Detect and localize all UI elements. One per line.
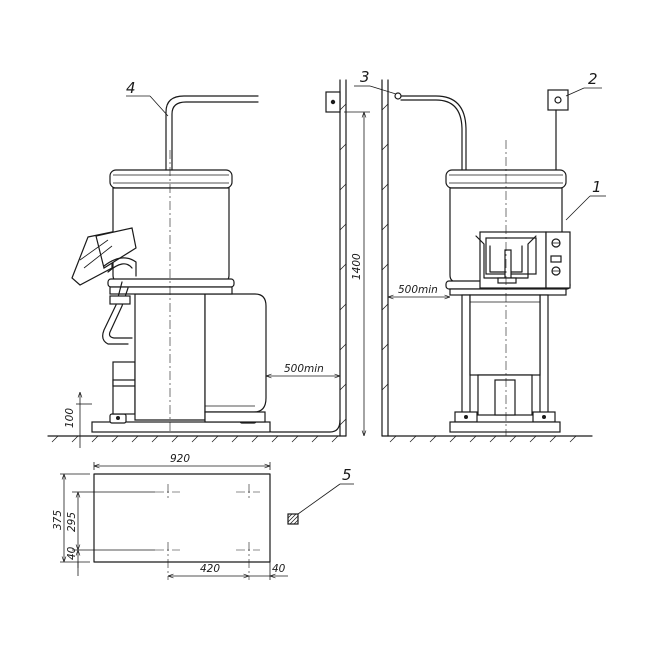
support-leg-left <box>112 361 136 415</box>
svg-text:3: 3 <box>360 68 370 86</box>
footprint-plan-view: 920 375 295 40 420 40 <box>52 453 354 580</box>
dim-clearance-side-left: 500min <box>388 284 450 297</box>
svg-text:920: 920 <box>170 453 190 465</box>
svg-text:40: 40 <box>66 546 78 560</box>
front-door <box>475 231 547 289</box>
callout-1: 1 <box>565 178 606 221</box>
dim-floor-height: 100 <box>64 392 92 448</box>
floor-line-right <box>381 435 593 443</box>
svg-text:5: 5 <box>342 466 352 484</box>
svg-text:1400: 1400 <box>351 253 363 280</box>
svg-text:100: 100 <box>64 408 76 428</box>
dim-bolt-spacing-width: 420 <box>168 563 249 576</box>
svg-text:375: 375 <box>52 510 64 530</box>
svg-text:1: 1 <box>592 178 602 196</box>
svg-text:500min: 500min <box>398 284 438 296</box>
floor-anchor-5 <box>287 513 299 525</box>
front-elevation-view: 500min 1 2 3 <box>354 68 606 443</box>
callout-5: 5 <box>287 466 354 525</box>
svg-text:420: 420 <box>200 563 220 575</box>
svg-text:40: 40 <box>272 563 286 575</box>
wall-left-view <box>339 79 347 437</box>
water-pipe-3 <box>400 95 467 171</box>
callout-3: 3 <box>354 68 397 95</box>
water-pipe-4 <box>165 95 259 171</box>
callout-4: 4 <box>126 79 169 117</box>
dim-switch-height: 1400 <box>344 111 370 436</box>
dim-clearance-wall-right: 500min <box>266 363 340 376</box>
side-elevation-view: 100 500min 1400 4 <box>47 79 370 448</box>
dim-edge-offset-bottom: 40 <box>249 562 288 580</box>
wall-right-view <box>381 79 389 437</box>
control-panel <box>545 231 571 289</box>
footprint-outline <box>93 473 271 563</box>
anchor-holes <box>155 484 260 580</box>
svg-text:295: 295 <box>66 512 78 532</box>
svg-text:2: 2 <box>588 70 598 88</box>
dim-footprint-depth: 375 <box>52 473 90 563</box>
loading-door <box>71 227 137 345</box>
svg-text:500min: 500min <box>284 363 324 375</box>
dim-footprint-width: 920 <box>93 453 271 470</box>
svg-text:4: 4 <box>126 79 136 97</box>
base-plate-left <box>91 421 271 433</box>
floor-line-left <box>47 435 347 443</box>
dim-bolt-spacing-depth: 295 <box>66 491 155 551</box>
callout-2: 2 <box>565 70 602 97</box>
support-frame <box>449 294 561 433</box>
peeler-drum-left <box>107 169 235 295</box>
dim-edge-offset-left: 40 <box>66 546 78 576</box>
